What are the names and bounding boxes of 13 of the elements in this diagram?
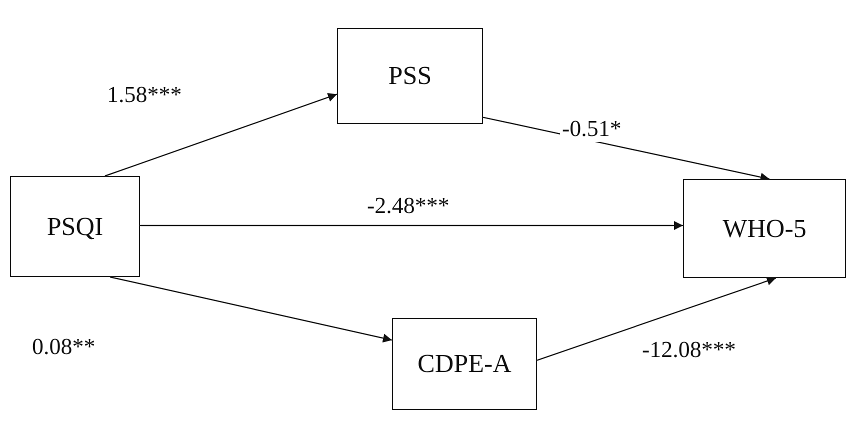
- arrow: [110, 276, 392, 342]
- variable-box: [392, 318, 537, 410]
- arrow: [536, 276, 776, 361]
- variable-box: [337, 28, 483, 124]
- arrow: [482, 116, 770, 182]
- arrow: [140, 221, 683, 230]
- variable-name: PSQI: [46, 212, 104, 242]
- variable-name: PSS: [388, 61, 432, 91]
- variable-name: CDPE-A: [418, 349, 512, 379]
- variable-box: [683, 179, 846, 278]
- variable-name: WHO-5: [722, 214, 806, 244]
- arrow: [104, 92, 338, 177]
- variable-box: [10, 176, 140, 277]
